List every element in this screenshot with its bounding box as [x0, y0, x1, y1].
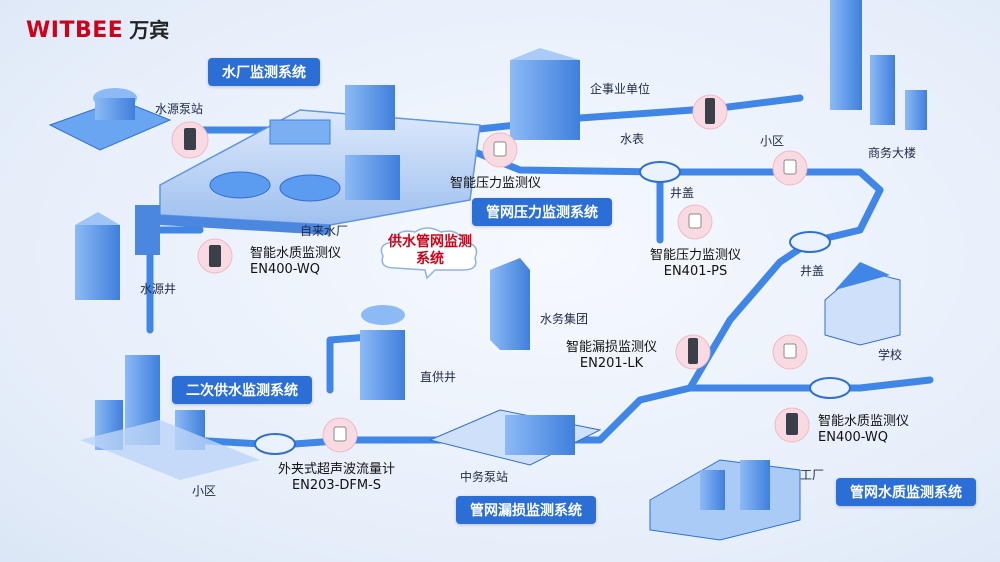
label-business: 商务大楼 [868, 146, 917, 160]
mid-pump-station [428, 409, 602, 466]
device-pressure-right-model: EN401-PS [663, 264, 728, 279]
manhole-3 [809, 377, 851, 399]
label-water-meter: 水表 [620, 132, 645, 146]
banner-water-plant: 水厂监测系统 [208, 58, 320, 86]
banner-pipe-leak: 管网漏损监测系统 [456, 496, 596, 524]
device-icons [184, 98, 798, 442]
school-building [824, 262, 901, 346]
banner-secondary-supply: 二次供水监测系统 [172, 376, 312, 404]
water-group-building [490, 258, 530, 350]
banner-pipe-pressure: 管网压力监测系统 [472, 198, 612, 226]
label-mid-pump: 中务泵站 [460, 470, 509, 484]
label-enterprise: 企事业单位 [590, 82, 651, 96]
device-quality-left-model: EN400-WQ [250, 262, 321, 277]
label-water-group: 水务集团 [540, 312, 589, 326]
device-quality-right: 智能水质监测仪 EN400-WQ [818, 414, 909, 446]
label-direct-well: 直供井 [420, 370, 457, 384]
label-community-top: 小区 [760, 134, 785, 148]
device-leak-model: EN201-LK [579, 356, 644, 371]
device-quality-right-name: 智能水质监测仪 [818, 414, 910, 429]
label-community-bottom: 小区 [192, 484, 217, 498]
device-quality-left-name: 智能水质监测仪 [250, 246, 342, 261]
water-plant [159, 85, 481, 235]
device-pressure-top-name: 智能压力监测仪 [450, 176, 542, 191]
device-pressure-right-name: 智能压力监测仪 [650, 248, 742, 263]
brand-name: WITBEE [26, 18, 124, 43]
device-pressure-right: 智能压力监测仪 EN401-PS [650, 248, 741, 280]
banner-pipe-quality: 管网水质监测系统 [836, 478, 976, 506]
device-quality-right-model: EN400-WQ [818, 430, 889, 445]
direct-well-tower [360, 305, 405, 400]
manhole-2 [789, 231, 831, 253]
factory [649, 459, 801, 541]
device-leak-name: 智能漏损监测仪 [566, 340, 658, 355]
device-quality-left: 智能水质监测仪 EN400-WQ [250, 246, 341, 278]
source-pump-station [48, 88, 172, 151]
device-flowmeter: 外夹式超声波流量计 EN203-DFM-S [278, 462, 395, 494]
device-flowmeter-name: 外夹式超声波流量计 [278, 462, 396, 477]
device-flowmeter-model: EN203-DFM-S [291, 478, 382, 493]
manhole-covers [254, 161, 851, 455]
brand-cn: 万宾 [129, 18, 170, 42]
manhole-1 [639, 161, 681, 183]
label-source-pump: 水源泵站 [155, 102, 204, 116]
device-leak: 智能漏损监测仪 EN201-LK [566, 340, 657, 372]
label-manhole-2: 井盖 [800, 264, 825, 278]
label-source-well: 水源井 [140, 282, 177, 296]
pipe-main [466, 146, 934, 392]
business-tower [830, 0, 927, 130]
label-manhole-1: 井盖 [670, 186, 695, 200]
label-water-plant: 自来水厂 [300, 224, 349, 238]
cloud-shape [380, 227, 478, 280]
cloud-line1: 供水管网监测 [388, 234, 472, 250]
source-well-structure [75, 205, 160, 300]
cloud-line2: 系统 [416, 251, 444, 267]
manhole-4 [254, 433, 296, 455]
system-cloud: 供水管网监测 系统 [375, 224, 485, 280]
label-factory: 工厂 [800, 468, 825, 482]
label-school: 学校 [878, 348, 903, 362]
enterprise-building [510, 48, 580, 140]
community-bottom-buildings [80, 355, 260, 480]
